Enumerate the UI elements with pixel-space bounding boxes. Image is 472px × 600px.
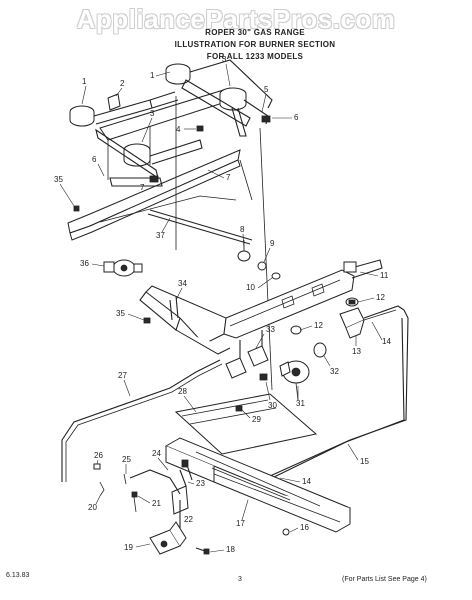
callout-36: 36 bbox=[80, 259, 89, 268]
part-14-tube bbox=[269, 305, 409, 477]
part-37-rod bbox=[99, 195, 253, 245]
watermark: AppliancePartsPros.com bbox=[76, 4, 396, 34]
part-26-nut bbox=[93, 463, 101, 470]
callout-10: 10 bbox=[246, 283, 255, 292]
callout-12b: 12 bbox=[376, 293, 385, 302]
part-13-valve-cluster bbox=[339, 307, 365, 339]
callout-28: 28 bbox=[178, 387, 187, 396]
diagram-title-line-1: ROPER 30" GAS RANGE bbox=[205, 28, 305, 37]
part-20-clamp bbox=[99, 481, 105, 497]
footer-date: 6.13.83 bbox=[6, 572, 30, 579]
callout-1a: 1 bbox=[82, 77, 87, 86]
left-burner-venturi-tubes bbox=[95, 128, 163, 187]
part-22-bracket bbox=[171, 485, 189, 528]
callout-18: 18 bbox=[226, 545, 235, 554]
callout-26: 26 bbox=[94, 451, 103, 460]
callout-14b: 14 bbox=[302, 477, 311, 486]
callout-11: 11 bbox=[380, 271, 389, 280]
part-34-main-burner-tube bbox=[139, 285, 231, 355]
callout-6b: 6 bbox=[294, 113, 299, 122]
callout-24: 24 bbox=[152, 449, 161, 458]
left-rear-burner-head bbox=[69, 91, 179, 127]
rear-support-frame bbox=[175, 96, 273, 391]
part-17-oven-burner bbox=[164, 437, 352, 533]
part-18-screw bbox=[195, 547, 210, 555]
callout-labels: 1 1 2 3 3 4 5 6 6 7 7 8 9 10 bbox=[54, 55, 391, 554]
part-9-fitting bbox=[257, 261, 267, 271]
callout-37: 37 bbox=[156, 231, 165, 240]
callout-1b: 1 bbox=[150, 71, 155, 80]
callout-35b: 35 bbox=[116, 309, 125, 318]
callout-29: 29 bbox=[252, 415, 261, 424]
callout-3b: 3 bbox=[222, 55, 227, 64]
callout-31: 31 bbox=[296, 399, 305, 408]
callout-35a: 35 bbox=[54, 175, 63, 184]
callout-33: 33 bbox=[266, 325, 275, 334]
part-10-fitting bbox=[271, 272, 281, 280]
part-24-thermocouple bbox=[129, 469, 181, 495]
callout-2: 2 bbox=[120, 79, 125, 88]
callout-13: 13 bbox=[352, 347, 361, 356]
callout-23: 23 bbox=[196, 479, 205, 488]
part-16-clip bbox=[282, 528, 290, 536]
part-36-valve bbox=[103, 259, 143, 277]
callout-12a: 12 bbox=[314, 321, 323, 330]
callout-16: 16 bbox=[300, 523, 309, 532]
callout-17: 17 bbox=[236, 519, 245, 528]
part-19-pilot-assembly bbox=[149, 521, 187, 555]
callout-3a: 3 bbox=[150, 109, 155, 118]
callout-4: 4 bbox=[176, 125, 181, 134]
callout-19: 19 bbox=[124, 543, 133, 552]
callout-22: 22 bbox=[184, 515, 193, 524]
diagram-title-line-2: ILLUSTRATION FOR BURNER SECTION bbox=[174, 40, 336, 49]
part-31-thermostat bbox=[279, 360, 310, 401]
part-35-screws bbox=[73, 205, 151, 324]
part-4-screw bbox=[196, 125, 204, 132]
callout-21: 21 bbox=[152, 499, 161, 508]
callout-6a: 6 bbox=[92, 155, 97, 164]
callout-14a: 14 bbox=[382, 337, 391, 346]
part-2-clip bbox=[107, 93, 121, 111]
part-32-knob bbox=[313, 342, 327, 358]
part-23-pilot-tube bbox=[179, 459, 193, 487]
part-30-connector bbox=[259, 373, 268, 381]
callout-20: 20 bbox=[88, 503, 97, 512]
callout-32: 32 bbox=[330, 367, 339, 376]
diagram-title-line-3: FOR ALL 1233 MODELS bbox=[206, 52, 304, 61]
callout-5: 5 bbox=[264, 85, 269, 94]
callout-27: 27 bbox=[118, 371, 127, 380]
part-15-capillary-line bbox=[271, 317, 405, 479]
callout-9: 9 bbox=[270, 239, 275, 248]
callout-25: 25 bbox=[122, 455, 131, 464]
callout-15: 15 bbox=[360, 457, 369, 466]
callout-7b: 7 bbox=[140, 183, 145, 192]
callout-34: 34 bbox=[178, 279, 187, 288]
right-burner-assembly bbox=[165, 59, 273, 137]
footer-page-number: 3 bbox=[238, 576, 242, 583]
part-33-burner-valves bbox=[225, 330, 269, 379]
left-front-burner-head bbox=[123, 139, 203, 167]
callout-8: 8 bbox=[240, 225, 245, 234]
part-28-heat-shield bbox=[174, 393, 318, 455]
callout-30: 30 bbox=[268, 401, 277, 410]
part-21-clip bbox=[131, 491, 138, 513]
part-27-gas-line bbox=[61, 359, 223, 482]
part-25-lead bbox=[123, 473, 127, 485]
part-11-manifold bbox=[223, 259, 383, 339]
callout-7: 7 bbox=[226, 173, 231, 182]
footer-parts-note: (For Parts List See Page 4) bbox=[342, 576, 427, 583]
